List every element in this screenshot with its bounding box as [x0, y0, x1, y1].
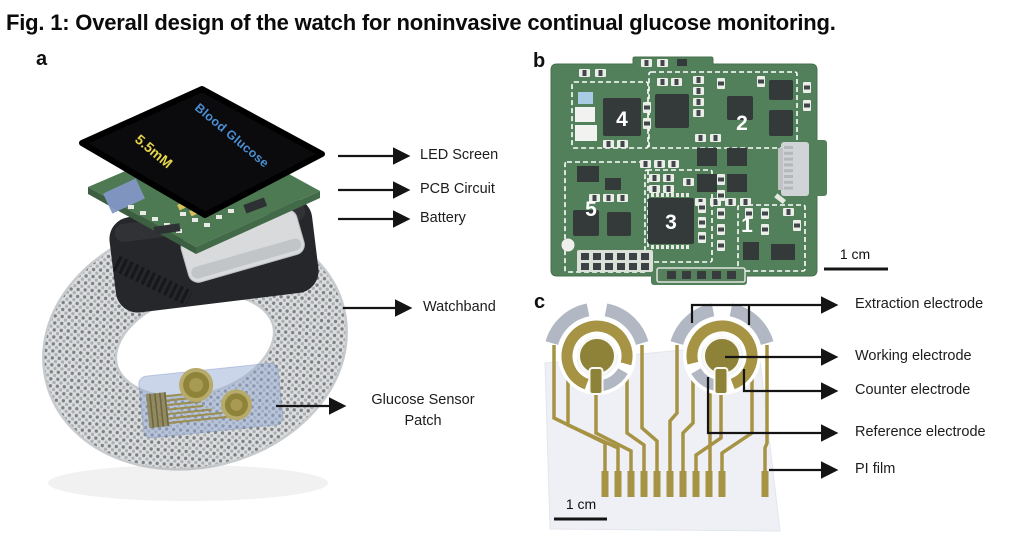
pcb-region-4: [571, 81, 649, 149]
watch-illustration: Blood Glucose 5.5mM: [42, 86, 348, 501]
callout-glucose-sensor-patch: Glucose Sensor Patch: [371, 392, 475, 429]
contact-pads: [601, 471, 769, 497]
scale-bar-c-label: 1 cm: [565, 496, 597, 512]
callout-pcb-circuit: PCB Circuit: [420, 181, 495, 197]
watch-shadow: [48, 465, 328, 501]
pcb-region-3: [644, 169, 713, 263]
pcb-region-3-number: 3: [665, 211, 677, 234]
callout-watchband: Watchband: [423, 299, 496, 315]
pcb-region-1: [737, 204, 806, 272]
panel-c-label: c: [534, 291, 546, 313]
electrode-left: [545, 303, 649, 395]
scale-bar-b-label: 1 cm: [839, 246, 871, 262]
callout-working-electrode: Working electrode: [855, 348, 972, 364]
pcb-photo: 4 2 5 3 1: [550, 56, 827, 285]
pcb-region-1-number: 1: [741, 214, 753, 237]
callout-counter-electrode: Counter electrode: [855, 382, 971, 398]
callout-reference-electrode: Reference electrode: [855, 424, 986, 440]
callout-battery: Battery: [420, 210, 466, 226]
callout-pi-film: PI film: [855, 461, 896, 477]
glucose-sensor-patch: [138, 362, 284, 439]
pcb-region-2-number: 2: [736, 112, 748, 135]
callout-led-screen: LED Screen: [420, 147, 499, 163]
panel-b-label: b: [533, 50, 546, 72]
callout-extraction-electrode: Extraction electrode: [855, 296, 984, 312]
battery-slab: [180, 209, 305, 283]
panel-a-label: a: [36, 48, 48, 70]
figure-title: Fig. 1: Overall design of the watch for …: [6, 10, 836, 35]
mounting-hole: [561, 238, 575, 252]
pcb-region-5-number: 5: [585, 198, 597, 221]
pcb-region-4-number: 4: [616, 108, 628, 131]
led-screen: Blood Glucose 5.5mM: [79, 86, 325, 218]
fpc-connector: [778, 142, 809, 196]
